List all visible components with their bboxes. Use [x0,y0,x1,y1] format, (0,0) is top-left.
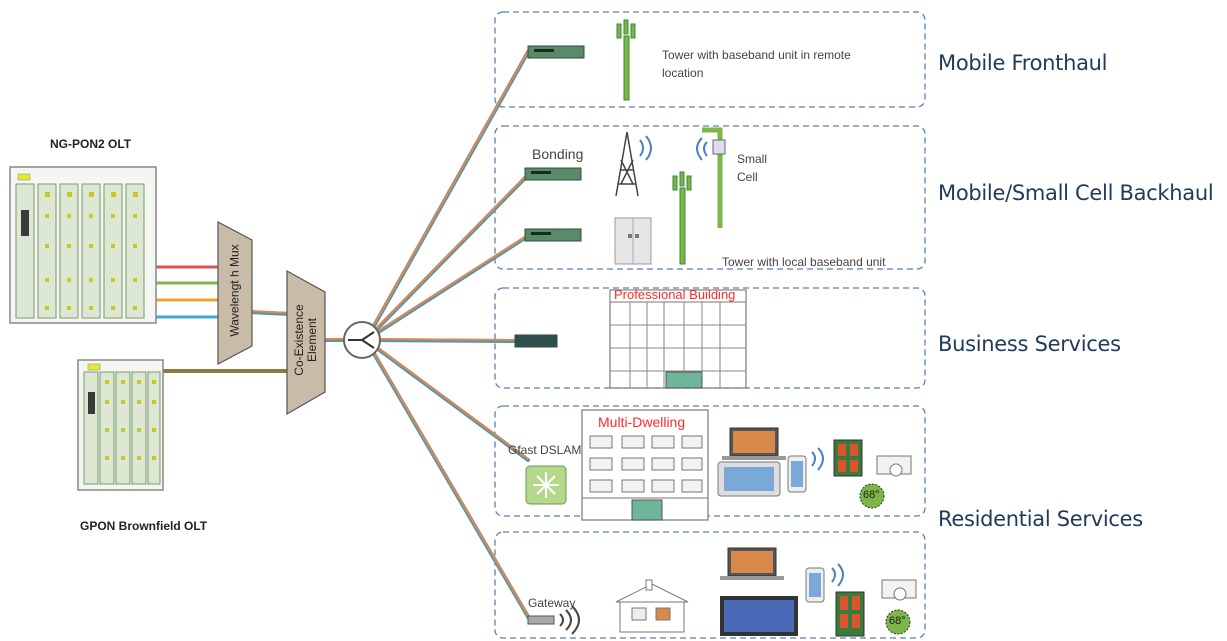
fiber-lines [248,50,532,622]
baseband-cabinet [614,217,652,265]
box-fronthaul [494,11,926,108]
mdu-devices [717,427,912,509]
small-cell-label: Small Cell [737,152,768,184]
splitter [343,321,381,359]
ng-pon2-olt-label: NG-PON2 OLT [50,137,132,151]
service-label-backhaul: Mobile/Small Cell Backhaul [938,181,1214,205]
box-business [494,287,926,389]
multi-dwelling-label: Multi-Dwelling [598,414,686,430]
box-residential-mdu [494,405,926,517]
box-residential-home [494,531,926,639]
coexistence-element-shape [286,269,326,416]
ng-pon2-olt-chassis [9,166,157,324]
lattice-tower [615,131,652,197]
thermostat-label-1: 68° [863,489,880,501]
gpon-olt-chassis [77,359,164,491]
tower-remote [616,19,636,101]
tower-local-label: Tower with local baseband unit [722,255,886,269]
coexistence-element-label: Co-Existence Element [292,304,319,376]
gateway-label: Gateway [528,596,576,610]
multi-dwelling-building [581,409,709,521]
gpon-olt-label: GPON Brownfield OLT [80,519,208,533]
service-label-fronthaul: Mobile Fronthaul [938,51,1108,75]
thermostat-label-2: 68° [889,615,906,627]
gfast-label: Gfast DSLAM [508,443,582,457]
bonding-label: Bonding [532,146,584,162]
small-cell-pole [696,127,726,228]
ont-units [514,45,585,348]
service-label-residential: Residential Services [938,507,1143,531]
service-boxes [494,11,926,639]
tower-local [672,171,692,265]
gfast-dslam-device [525,465,567,505]
box-backhaul [494,125,926,270]
professional-building [609,289,747,389]
wavelength-mux-label: Wavelengt h Mux [227,244,242,337]
tower-remote-label: Tower with baseband unit in remote locat… [662,48,851,80]
service-label-business: Business Services [938,332,1121,356]
professional-building-label: Professional Building [614,287,736,302]
wavelength-mux-shape [217,221,253,365]
home-devices [527,547,917,637]
